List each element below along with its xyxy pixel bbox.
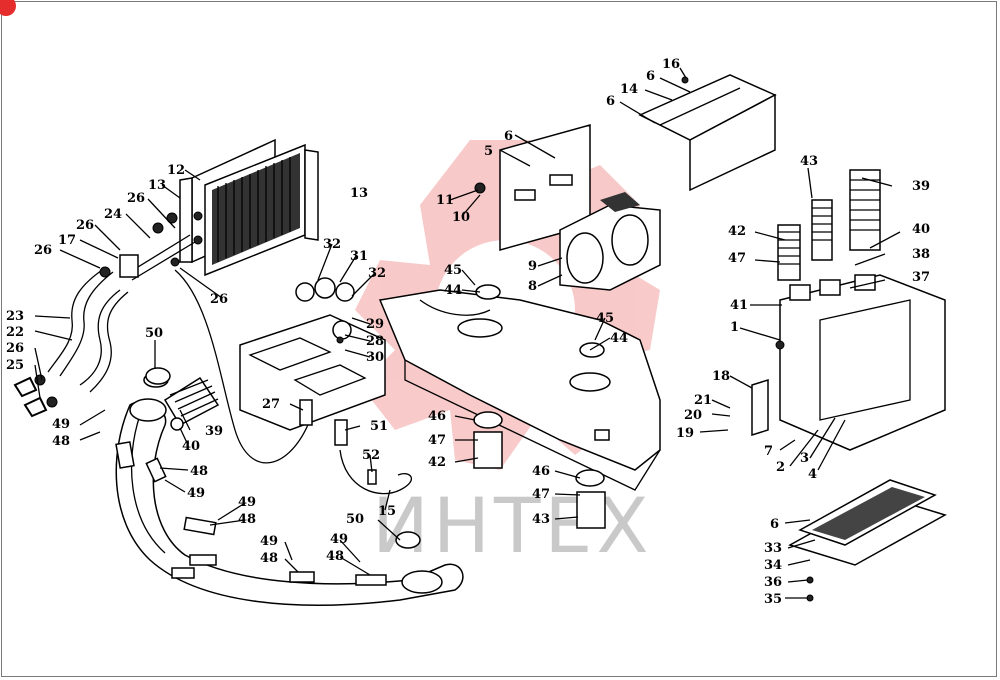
callout-42: 42 bbox=[728, 224, 746, 239]
callout-26: 26 bbox=[6, 341, 24, 356]
leader-lines bbox=[34, 67, 901, 599]
callout-40: 40 bbox=[182, 439, 200, 454]
callout-15: 15 bbox=[378, 504, 396, 519]
callout-25: 25 bbox=[6, 358, 24, 373]
callout-5: 5 bbox=[484, 144, 493, 159]
mount-bracket-18 bbox=[751, 378, 769, 437]
callout-47: 47 bbox=[728, 251, 746, 266]
callout-22: 22 bbox=[6, 325, 24, 340]
callout-3: 3 bbox=[800, 451, 809, 466]
callout-48: 48 bbox=[190, 464, 208, 479]
callout-6: 6 bbox=[646, 69, 655, 84]
callout-29: 29 bbox=[366, 317, 384, 332]
callout-44: 44 bbox=[610, 331, 628, 346]
callout-35: 35 bbox=[764, 592, 782, 607]
callout-39: 39 bbox=[912, 179, 930, 194]
callout-43: 43 bbox=[532, 512, 550, 527]
callout-45: 45 bbox=[596, 311, 614, 326]
watermark-text: ИНТЕХ bbox=[372, 481, 653, 570]
callout-49: 49 bbox=[260, 534, 278, 549]
callout-23: 23 bbox=[6, 309, 24, 324]
callout-26: 26 bbox=[76, 218, 94, 233]
front-air-duct bbox=[115, 398, 464, 606]
connector-52 bbox=[367, 469, 377, 485]
air-filter bbox=[788, 479, 947, 602]
callout-47: 47 bbox=[532, 487, 550, 502]
callout-48: 48 bbox=[238, 512, 256, 527]
duct-tubes bbox=[777, 169, 881, 281]
callout-20: 20 bbox=[684, 408, 702, 423]
callout-18: 18 bbox=[712, 369, 730, 384]
callout-4: 4 bbox=[808, 467, 817, 482]
callout-6: 6 bbox=[606, 94, 615, 109]
callout-38: 38 bbox=[912, 247, 930, 262]
callout-16: 16 bbox=[662, 57, 680, 72]
callout-50: 50 bbox=[145, 326, 163, 341]
callout-33: 33 bbox=[764, 541, 782, 556]
callout-45: 45 bbox=[444, 263, 462, 278]
callout-10: 10 bbox=[452, 210, 470, 225]
callout-42: 42 bbox=[428, 455, 446, 470]
control-panel-bracket bbox=[239, 277, 386, 446]
callout-30: 30 bbox=[366, 350, 384, 365]
blower-assembly bbox=[474, 124, 661, 291]
dashboard-crossmember bbox=[378, 289, 661, 491]
heater-hoses bbox=[13, 212, 196, 418]
hvac-housing bbox=[775, 274, 946, 451]
callout-26: 26 bbox=[210, 292, 228, 307]
callout-41: 41 bbox=[730, 298, 748, 313]
callout-47: 47 bbox=[428, 433, 446, 448]
callout-36: 36 bbox=[764, 575, 782, 590]
callout-labels: 16 6 14 6 43 39 42 40 47 38 37 41 1 18 2… bbox=[6, 57, 930, 607]
callout-13: 13 bbox=[148, 178, 166, 193]
heater-core bbox=[179, 138, 319, 277]
callout-51: 51 bbox=[370, 419, 388, 434]
callout-13: 13 bbox=[350, 186, 368, 201]
callout-49: 49 bbox=[238, 495, 256, 510]
callout-11: 11 bbox=[436, 193, 454, 208]
callout-6: 6 bbox=[770, 517, 779, 532]
callout-52: 52 bbox=[362, 448, 380, 463]
callout-6: 6 bbox=[504, 129, 513, 144]
callout-32: 32 bbox=[323, 237, 341, 252]
callout-49: 49 bbox=[187, 486, 205, 501]
corner-marker bbox=[0, 0, 16, 16]
callout-1: 1 bbox=[730, 320, 739, 335]
callout-48: 48 bbox=[260, 551, 278, 566]
callout-12: 12 bbox=[167, 163, 185, 178]
callout-32: 32 bbox=[368, 266, 386, 281]
callout-21: 21 bbox=[694, 393, 712, 408]
callout-49: 49 bbox=[330, 532, 348, 547]
callout-8: 8 bbox=[528, 279, 537, 294]
callout-27: 27 bbox=[262, 397, 280, 412]
callout-31: 31 bbox=[350, 249, 368, 264]
callout-14: 14 bbox=[620, 82, 638, 97]
callout-43: 43 bbox=[800, 154, 818, 169]
callout-7: 7 bbox=[764, 444, 773, 459]
callout-34: 34 bbox=[764, 558, 782, 573]
callout-40: 40 bbox=[912, 222, 930, 237]
callout-46: 46 bbox=[532, 464, 550, 479]
callout-2: 2 bbox=[776, 460, 785, 475]
callout-39: 39 bbox=[205, 424, 223, 439]
callout-26: 26 bbox=[34, 243, 52, 258]
callout-48: 48 bbox=[52, 434, 70, 449]
callout-9: 9 bbox=[528, 259, 537, 274]
callout-28: 28 bbox=[366, 334, 384, 349]
callout-26: 26 bbox=[127, 191, 145, 206]
callout-19: 19 bbox=[676, 426, 694, 441]
callout-24: 24 bbox=[104, 207, 122, 222]
callout-44: 44 bbox=[444, 283, 462, 298]
callout-37: 37 bbox=[912, 270, 930, 285]
wire-harness-15 bbox=[339, 449, 412, 495]
callout-17: 17 bbox=[58, 233, 76, 248]
callout-48: 48 bbox=[326, 549, 344, 564]
callout-49: 49 bbox=[52, 417, 70, 432]
top-cover-plate bbox=[638, 74, 777, 192]
callout-50: 50 bbox=[346, 512, 364, 527]
callout-46: 46 bbox=[428, 409, 446, 424]
